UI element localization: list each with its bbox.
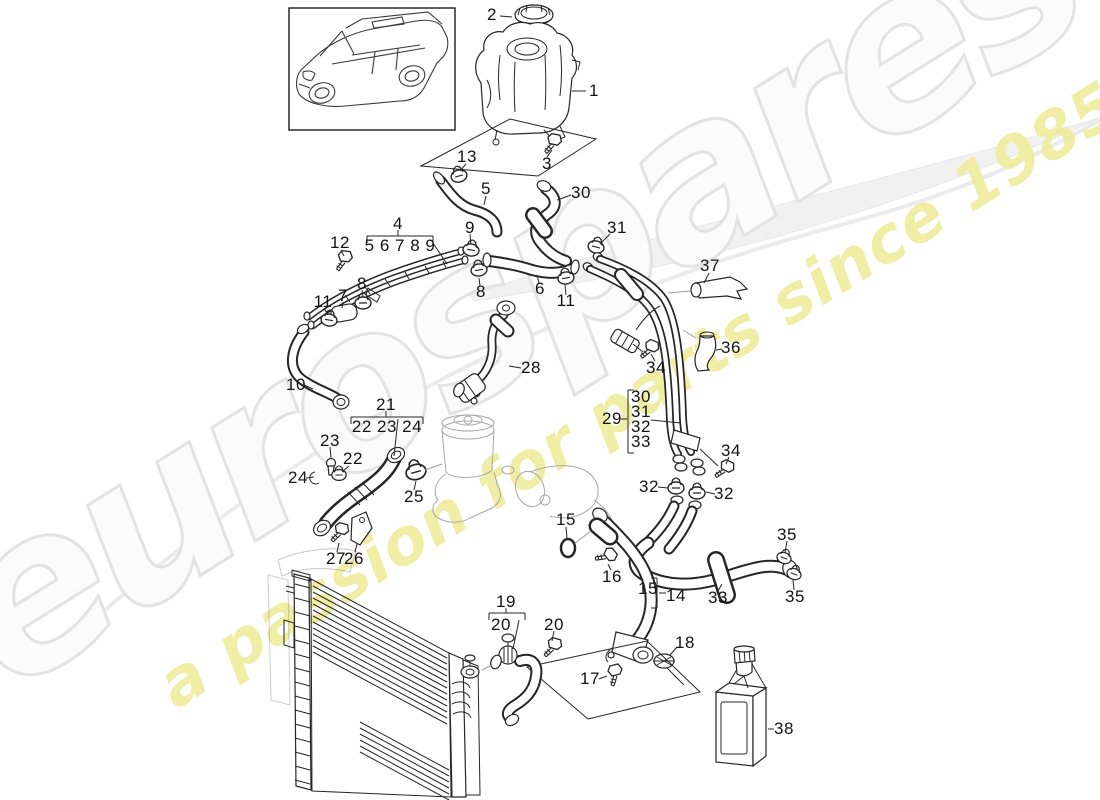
callout-32[interactable]: 32: [639, 477, 659, 497]
callout-1[interactable]: 1: [589, 81, 599, 101]
callout-34[interactable]: 34: [721, 441, 741, 461]
part-10-hose: [287, 323, 350, 410]
callout-29[interactable]: 29: [602, 409, 622, 429]
callout-35[interactable]: 35: [785, 587, 805, 607]
callout-24[interactable]: 24: [288, 468, 308, 488]
callout-38[interactable]: 38: [774, 719, 794, 739]
radiator: [283, 569, 481, 800]
part-37-connector: [667, 276, 749, 300]
kit-outline-part17: [525, 640, 702, 720]
callout-32[interactable]: 32: [714, 484, 734, 504]
leader-lines: [303, 15, 795, 730]
callout-12[interactable]: 12: [330, 233, 350, 253]
callout-30[interactable]: 30: [571, 183, 591, 203]
callout-23[interactable]: 23: [320, 431, 340, 451]
callout-32[interactable]: 32: [631, 417, 651, 437]
part-28-pipe: [453, 300, 516, 405]
callout-3[interactable]: 3: [542, 154, 552, 174]
callout-8[interactable]: 8: [357, 274, 367, 294]
part-24-ring: [309, 471, 320, 485]
callout-11[interactable]: 11: [556, 291, 576, 311]
callout-8[interactable]: 8: [476, 282, 486, 302]
callout-10[interactable]: 10: [286, 375, 306, 395]
callout-2[interactable]: 2: [487, 5, 497, 25]
callout-15[interactable]: 15: [638, 579, 658, 599]
callout-37[interactable]: 37: [700, 256, 720, 276]
part-18-cap: [653, 653, 675, 669]
callout-17[interactable]: 17: [580, 669, 600, 689]
callout-13[interactable]: 13: [457, 147, 477, 167]
part-29-twin-pipes: [582, 252, 706, 476]
callout-18[interactable]: 18: [675, 633, 695, 653]
callout-22-23-24[interactable]: 22 23 24: [351, 417, 423, 437]
part-30-hose: [525, 180, 572, 267]
part-15-oring: [559, 537, 577, 559]
callout-5-6-7-8-9[interactable]: 5 6 7 8 9: [364, 236, 436, 256]
callout-22[interactable]: 22: [343, 449, 363, 469]
callout-5[interactable]: 5: [481, 179, 491, 199]
callout-9[interactable]: 9: [465, 218, 475, 238]
part-36-elbow: [682, 329, 717, 372]
callout-11[interactable]: 11: [313, 292, 333, 312]
callout-31[interactable]: 31: [607, 218, 627, 238]
callout-14[interactable]: 14: [666, 586, 686, 606]
callout-20[interactable]: 20: [491, 615, 511, 635]
callout-28[interactable]: 28: [521, 358, 541, 378]
callout-20[interactable]: 20: [544, 615, 564, 635]
callout-36[interactable]: 36: [721, 338, 741, 358]
car-icon: [296, 11, 449, 107]
part-5-hose: [432, 171, 503, 238]
kit-outline-part3: [419, 118, 598, 177]
callout-35[interactable]: 35: [777, 525, 797, 545]
part-38-bottle: [714, 645, 768, 768]
part-21-hose: [313, 446, 406, 537]
callout-33[interactable]: 33: [708, 588, 728, 608]
part-14-hose: [588, 507, 658, 664]
part-2-cap: [514, 4, 554, 44]
callout-31[interactable]: 31: [631, 402, 651, 422]
callout-6[interactable]: 6: [535, 279, 545, 299]
callout-4[interactable]: 4: [393, 214, 403, 234]
callout-27[interactable]: 27: [326, 549, 346, 569]
callout-33[interactable]: 33: [631, 432, 651, 452]
callout-34[interactable]: 34: [646, 358, 666, 378]
callout-30[interactable]: 30: [631, 387, 651, 407]
callout-21[interactable]: 21: [376, 395, 396, 415]
callout-7[interactable]: 7: [338, 286, 348, 306]
background-panels: [267, 548, 357, 706]
part-26-bracket: [350, 511, 373, 546]
part-19-elbow: [481, 633, 543, 727]
vehicle-inset: [288, 7, 456, 131]
callout-15[interactable]: 15: [556, 510, 576, 530]
callout-25[interactable]: 25: [404, 487, 424, 507]
callout-26[interactable]: 26: [344, 549, 364, 569]
callout-19[interactable]: 19: [496, 592, 516, 612]
callout-16[interactable]: 16: [602, 567, 622, 587]
